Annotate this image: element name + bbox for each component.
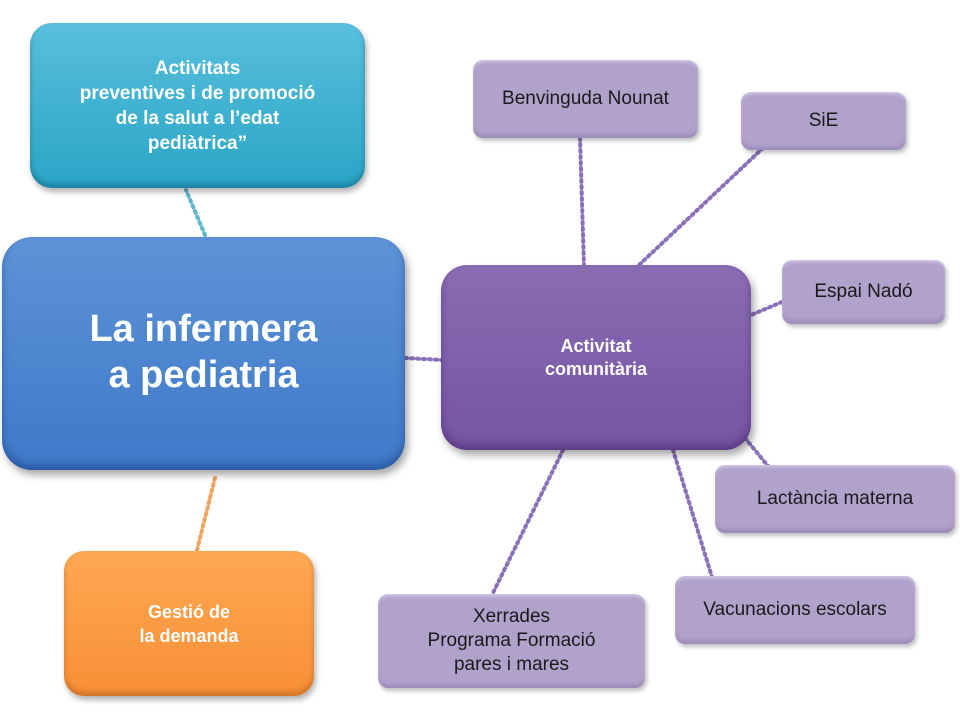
preventive-activities-node: Activitats preventives i de promoció de … bbox=[30, 23, 365, 188]
activity-sie-label: SiE bbox=[808, 110, 839, 131]
link-center-community bbox=[403, 356, 444, 362]
activity-xerrades-label: Xerrades Programa Formació pares i mares bbox=[427, 606, 596, 675]
link-community-lactancia bbox=[743, 436, 770, 468]
link-community-sie bbox=[636, 146, 765, 268]
link-center-demand bbox=[195, 476, 217, 552]
activity-lactancia-label: Lactància materna bbox=[756, 488, 914, 509]
link-community-benvinguda bbox=[578, 136, 586, 268]
link-community-espai bbox=[749, 300, 784, 317]
preventive-activities-label: Activitats preventives i de promoció de … bbox=[79, 57, 316, 154]
activity-espai: Espai Nadó bbox=[782, 260, 945, 324]
activity-espai-label: Espai Nadó bbox=[814, 281, 913, 302]
community-activity-label: Activitat comunitària bbox=[544, 335, 648, 379]
link-community-xerrades bbox=[490, 448, 565, 597]
community-activity-node: Activitat comunitària bbox=[441, 265, 751, 450]
activity-benvinguda: Benvinguda Nounat bbox=[473, 60, 698, 138]
activity-lactancia: Lactància materna bbox=[715, 465, 955, 533]
activity-vacunacions: Vacunacions escolars bbox=[675, 576, 915, 644]
activity-vacunacions-label: Vacunacions escolars bbox=[703, 599, 887, 620]
link-community-vacunacions bbox=[671, 448, 714, 579]
activity-benvinguda-label: Benvinguda Nounat bbox=[502, 88, 669, 109]
activity-xerrades: Xerrades Programa Formació pares i mares bbox=[378, 594, 645, 688]
link-center-preventive bbox=[184, 188, 207, 237]
demand-management-label: Gestió de la demanda bbox=[139, 601, 239, 646]
central-node: La infermera a pediatria bbox=[2, 237, 405, 470]
demand-management-node: Gestió de la demanda bbox=[64, 551, 314, 696]
central-label: La infermera a pediatria bbox=[89, 307, 318, 396]
activity-sie: SiE bbox=[741, 92, 906, 150]
